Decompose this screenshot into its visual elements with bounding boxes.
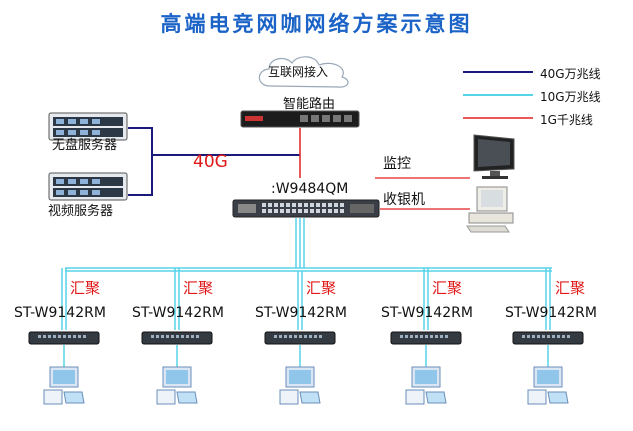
router-label: 智能路由 — [283, 97, 336, 112]
line-10g-bus — [65, 267, 552, 272]
access-switch-icon — [141, 331, 213, 345]
client-pc-icon — [156, 366, 198, 405]
server-label-2: 视频服务器 — [48, 204, 114, 219]
aggregate-label-2: 汇聚 — [183, 279, 214, 297]
line-10g-drop-5 — [545, 268, 551, 330]
legend-label-10g: 10G万兆线 — [540, 90, 601, 104]
cashier-label: 收银机 — [383, 192, 425, 208]
server-icon — [48, 112, 128, 141]
aggregate-label-3: 汇聚 — [306, 279, 337, 297]
access-switch-label-1: ST-W9142RM — [14, 305, 106, 321]
line-10g-drop-2 — [174, 268, 180, 330]
router-icon — [240, 110, 360, 128]
line-10g-drop-3 — [297, 271, 303, 330]
client-pc-icon — [279, 366, 321, 405]
aggregate-label-4: 汇聚 — [432, 279, 463, 297]
legend-label-40g: 40G万兆线 — [540, 67, 601, 81]
client-pc-icon — [43, 366, 85, 405]
server-label-1: 无盘服务器 — [52, 138, 118, 153]
server-icon — [48, 172, 128, 201]
link-40g-label: 40G — [193, 152, 228, 172]
access-switch-label-5: ST-W9142RM — [505, 305, 597, 321]
monitor-icon — [473, 134, 515, 179]
core-switch-label: :W9484QM — [271, 181, 349, 197]
client-pc-icon — [527, 366, 569, 405]
core-switch-icon — [232, 199, 380, 218]
line-10g-drop-4 — [423, 268, 429, 330]
access-switch-icon — [264, 331, 336, 345]
line-10g-drop-1 — [61, 268, 67, 330]
access-switch-label-4: ST-W9142RM — [381, 305, 473, 321]
access-switch-label-3: ST-W9142RM — [255, 305, 347, 321]
monitor-label: 监控 — [383, 156, 411, 172]
access-switch-label-2: ST-W9142RM — [132, 305, 224, 321]
access-switch-icon — [390, 331, 462, 345]
aggregate-label-1: 汇聚 — [70, 279, 101, 297]
aggregate-label-5: 汇聚 — [555, 279, 586, 297]
line-10g-trunk — [295, 218, 305, 268]
line-40g-servers — [128, 127, 153, 196]
page-title: 高端电竞网咖网络方案示意图 — [160, 12, 473, 36]
cloud-icon — [258, 56, 349, 88]
access-switch-icon — [28, 331, 100, 345]
legend-label-1g: 1G千兆线 — [540, 113, 593, 127]
cloud-label: 互联网接入 — [268, 65, 329, 79]
cashier-pc-icon — [466, 186, 514, 233]
access-switch-icon — [512, 331, 584, 345]
client-pc-icon — [405, 366, 447, 405]
